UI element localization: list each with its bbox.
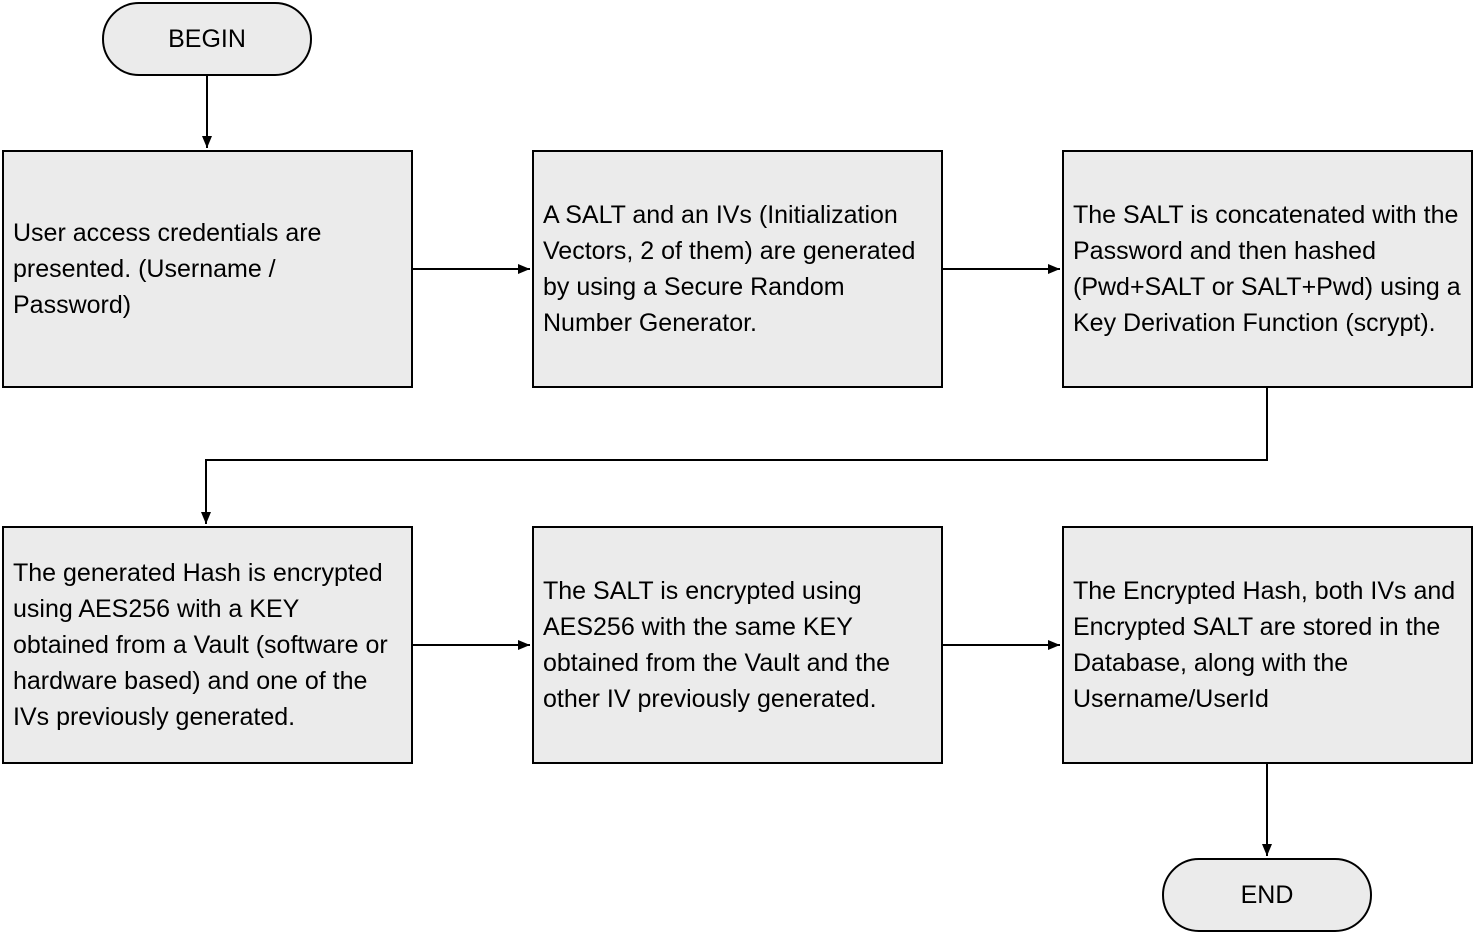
step-2-box: A SALT and an IVs (Initialization Vector… (532, 150, 943, 388)
end-label: END (1240, 880, 1294, 909)
end-terminal: END (1162, 858, 1372, 932)
step-3-text: The SALT is concatenated with the Passwo… (1073, 201, 1461, 337)
step-3-box: The SALT is concatenated with the Passwo… (1062, 150, 1473, 388)
step-2-text: A SALT and an IVs (Initialization Vector… (543, 201, 916, 337)
step-1-box: User access credentials are presented. (… (2, 150, 413, 388)
begin-terminal: BEGIN (102, 2, 312, 76)
begin-label: BEGIN (168, 24, 246, 53)
step-4-box: The generated Hash is encrypted using AE… (2, 526, 413, 764)
step-6-text: The Encrypted Hash, both IVs and Encrypt… (1073, 577, 1456, 713)
step-5-box: The SALT is encrypted using AES256 with … (532, 526, 943, 764)
arrow-step-3-to-step-4 (201, 388, 1268, 524)
step-1-text: User access credentials are presented. (… (13, 219, 322, 319)
step-6-box: The Encrypted Hash, both IVs and Encrypt… (1062, 526, 1473, 764)
step-5-text: The SALT is encrypted using AES256 with … (543, 577, 890, 713)
step-4-text: The generated Hash is encrypted using AE… (13, 559, 388, 731)
